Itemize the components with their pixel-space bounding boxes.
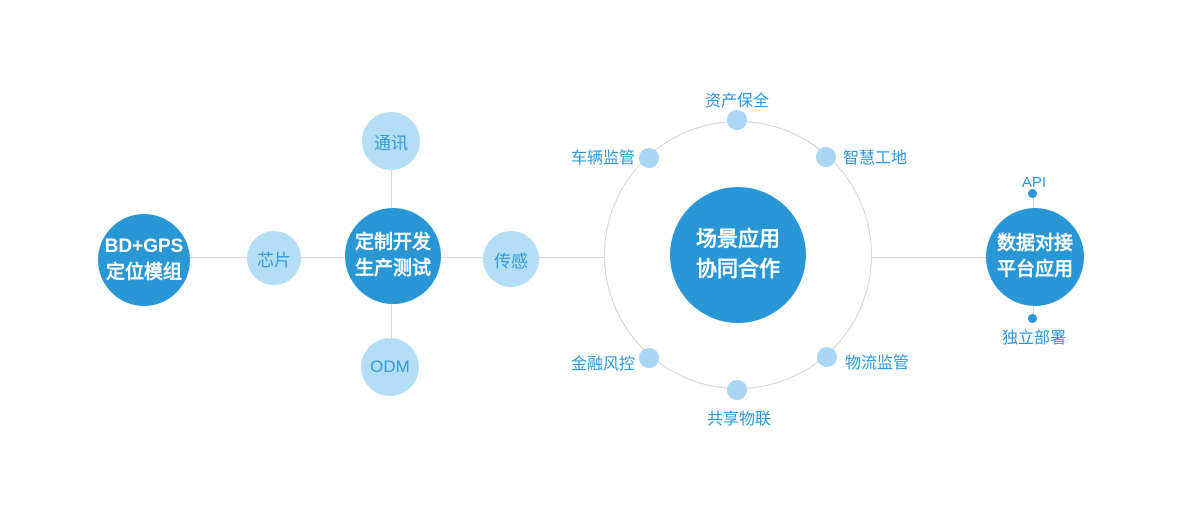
node-chip: 芯片 [247,231,301,285]
independent-deploy-label: 独立部署 [1001,330,1066,347]
node-data-line2: 平台应用 [996,259,1073,280]
node-custom-development: 定制开发 生产测试 [345,208,441,304]
ring-label-shared-iot: 共享物联 [706,411,771,428]
ring-dot-lower-left [639,348,659,368]
api-dot [1028,189,1037,198]
node-bd-gps-module: BD+GPS 定位模组 [98,214,190,306]
ring-label-financial-risk: 金融风控 [570,356,635,373]
connector-line-ring-to-data [871,257,986,258]
node-sensor-label: 传感 [494,251,528,271]
node-communication-label: 通讯 [374,133,408,153]
connector-line-custom-to-odm [391,304,392,338]
ring-label-vehicle-monitoring: 车辆监管 [570,150,635,167]
deploy-dot [1028,314,1037,323]
node-sensor: 传感 [483,231,539,287]
ring-dot-top [727,110,747,130]
api-label: API [1021,174,1047,191]
ring-dot-upper-right [816,147,836,167]
node-bd-gps-line2: 定位模组 [105,262,182,283]
connector-line-api-to-data [1033,198,1034,209]
node-center-line2: 协同合作 [696,258,780,281]
node-communication: 通讯 [362,112,420,170]
connector-line-data-to-deploy [1033,306,1034,315]
node-custom-line2: 生产测试 [354,258,431,279]
node-center-line1: 场景应用 [696,228,780,251]
ring-dot-bottom [727,380,747,400]
node-scenario-application: 场景应用 协同合作 [670,187,806,323]
ring-label-smart-construction: 智慧工地 [843,150,908,167]
ring-dot-lower-right [817,347,837,367]
ring-label-logistics-monitoring: 物流监管 [845,355,910,372]
node-odm-label: ODM [370,357,410,376]
node-custom-line1: 定制开发 [354,232,431,253]
node-data-platform: 数据对接 平台应用 [986,208,1084,306]
node-chip-label: 芯片 [257,250,291,270]
node-data-line1: 数据对接 [996,233,1073,254]
node-bd-gps-line1: BD+GPS [104,236,184,257]
node-odm: ODM [361,338,419,396]
ring-dot-upper-left [639,148,659,168]
ring-label-asset-protection: 资产保全 [704,93,769,110]
connector-line-comm-to-custom [391,170,392,208]
